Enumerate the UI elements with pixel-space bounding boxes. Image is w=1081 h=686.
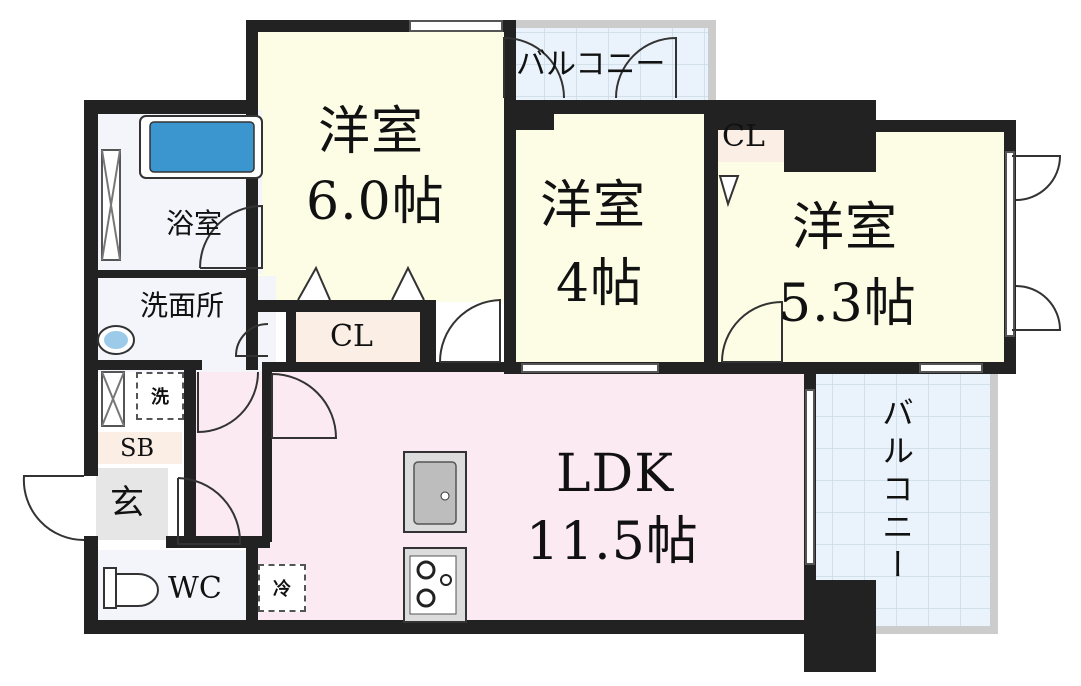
room-western-5.3-size: 5.3帖: [778, 274, 917, 334]
room-western-5.3-name: 洋室: [792, 198, 899, 258]
stove-icon: [403, 547, 467, 623]
closet-label-2: CL: [722, 119, 765, 154]
door-swings: [22, 36, 1062, 545]
shoe-box: [96, 432, 182, 464]
shoe-box-label: SB: [120, 434, 155, 462]
room-western-6-size: 6.0帖: [306, 172, 445, 232]
wash-basin: [97, 325, 135, 355]
washer-space: 洗: [136, 372, 184, 420]
room-wash-name: 洗面所: [140, 289, 225, 322]
entrance-floor: [96, 468, 168, 540]
balcony-top-label: バルコニー: [516, 47, 666, 82]
fridge-space: 冷: [258, 564, 306, 612]
room-western-4-name: 洋室: [540, 176, 647, 236]
balcony-right-label: バルコニー: [877, 396, 915, 586]
room-ldk-name: LDK: [556, 444, 675, 504]
entrance-name: 玄: [110, 483, 144, 523]
closet-doors: [297, 175, 740, 301]
room-western-6: [258, 32, 504, 302]
room-ldk: [258, 372, 804, 622]
room-western-4: [516, 112, 708, 362]
bathtub: [139, 115, 263, 179]
room-western-6-name: 洋室: [318, 102, 425, 162]
room-ldk-size: 11.5帖: [526, 512, 699, 572]
toilet-icon: [103, 567, 159, 609]
x-windows: [101, 149, 125, 427]
closet-label-1: CL: [330, 319, 373, 354]
room-wc-name: WC: [168, 571, 222, 606]
room-bath-name: 浴室: [166, 207, 223, 240]
closet-area: [296, 312, 420, 362]
room-western-4-size: 4帖: [556, 254, 644, 314]
kitchen-sink: [403, 451, 467, 533]
